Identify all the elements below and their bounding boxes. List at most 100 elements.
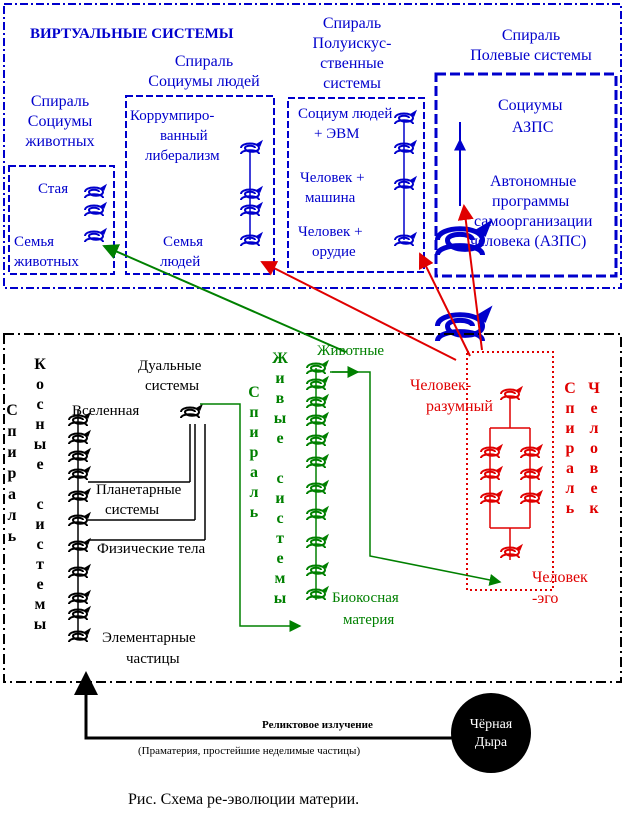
spiral-icon xyxy=(306,454,329,469)
human-spiral-links xyxy=(489,398,531,560)
living-spiral-group xyxy=(306,360,329,601)
human-to-semi-arrow xyxy=(418,252,471,357)
spiral-icon xyxy=(306,506,329,521)
humans-title-2: Социумы людей xyxy=(148,73,260,90)
dual-to-biokosnaya-arrow xyxy=(200,403,302,632)
semi-title-4: системы xyxy=(323,75,381,92)
field-societies-2: АЗПС xyxy=(512,119,553,136)
semi-human-machine-2: машина xyxy=(305,190,356,206)
field-autonomous-1: Автономные xyxy=(490,173,576,190)
biokosnaya-label-1: Биокосная xyxy=(332,590,399,606)
human-ego-label-1: Человек xyxy=(532,569,588,586)
spiral-icon xyxy=(306,480,329,495)
human-vertical-label-2: Человек xyxy=(586,380,603,520)
spiral-icon xyxy=(306,562,329,577)
humans-liberalism-2: ванный xyxy=(160,128,208,144)
animals-title-3: животных xyxy=(24,133,94,150)
spiral-icon xyxy=(394,232,417,247)
semi-title-3: ственные xyxy=(320,55,384,72)
field-autonomous-2: программы xyxy=(492,193,569,210)
field-societies-1: Социумы xyxy=(498,97,563,114)
spiral-icon xyxy=(306,412,329,427)
humans-spiral-box xyxy=(125,95,275,275)
field-title-1: Спираль xyxy=(502,27,560,44)
spiral-icon xyxy=(68,466,91,481)
spiral-icon xyxy=(68,590,91,605)
animals-title-1: Спираль xyxy=(31,93,89,110)
inert-spiral-group xyxy=(68,404,203,643)
humans-family-1: Семья xyxy=(163,234,203,250)
spiral-icon xyxy=(68,564,91,579)
spiral-icon xyxy=(480,444,503,459)
particles-label-1: Элементарные xyxy=(102,630,196,646)
particles-label-2: частицы xyxy=(126,651,180,667)
spiral-icon xyxy=(68,430,91,445)
virtual-systems-title: ВИРТУАЛЬНЫЕ СИСТЕМЫ xyxy=(30,26,234,42)
black-hole xyxy=(451,693,531,773)
biokosnaya-label-2: материя xyxy=(343,612,394,628)
field-title-2: Полевые системы xyxy=(470,47,592,64)
spiral-icon xyxy=(180,404,203,419)
planetary-label-1: Планетарные xyxy=(96,482,182,498)
human-ego-label-2: -эго xyxy=(532,590,558,607)
spiral-icon xyxy=(306,534,329,549)
spiral-icon xyxy=(500,386,523,401)
spiral-icon xyxy=(68,512,91,527)
dual-systems-label-1: Дуальные xyxy=(138,358,202,374)
animals-spiral-box xyxy=(8,165,115,275)
spiral-icon xyxy=(240,202,263,217)
living-to-animal-family-arrow xyxy=(102,244,347,353)
human-spiral-box xyxy=(466,351,554,591)
humans-title-1: Спираль xyxy=(175,53,233,70)
prematter-label: (Праматерия, простейшие неделимые частиц… xyxy=(138,745,360,757)
spiral-icon xyxy=(520,490,543,505)
spiral-icon xyxy=(520,466,543,481)
living-vertical-label-1: Спираль xyxy=(246,384,263,524)
semi-human-machine-1: Человек + xyxy=(300,170,365,186)
spiral-icon xyxy=(306,432,329,447)
humans-liberalism-3: либерализм xyxy=(145,148,220,164)
semi-title-1: Спираль xyxy=(323,15,381,32)
spiral-icon xyxy=(240,186,263,201)
spiral-icon xyxy=(306,394,329,409)
spiral-icon xyxy=(68,538,91,553)
inert-vertical-label-2: Косные системы xyxy=(32,356,49,636)
spiral-icon xyxy=(438,223,491,256)
spiral-icon xyxy=(480,490,503,505)
planetary-label-2: системы xyxy=(105,502,159,518)
virtual-systems-frame xyxy=(3,3,622,289)
spiral-icon xyxy=(520,444,543,459)
universe-label: Вселенная xyxy=(72,403,139,419)
spiral-icon xyxy=(240,232,263,247)
spiral-icon xyxy=(394,176,417,191)
semi-society-computer-1: Социум людей xyxy=(298,106,392,122)
animals-label: Животные xyxy=(317,343,384,359)
black-hole-label-2: Дыра xyxy=(475,735,508,750)
inert-links xyxy=(88,424,206,541)
spiral-icon xyxy=(84,228,107,243)
semi-spiral-box xyxy=(287,97,425,273)
human-sapiens-label-2: разумный xyxy=(426,398,493,415)
animals-title-2: Социумы xyxy=(28,113,93,130)
figure-caption: Рис. Схема ре-эволюции материи. xyxy=(128,791,359,808)
semi-human-tool-2: орудие xyxy=(312,244,356,260)
black-hole-label-1: Чёрная xyxy=(470,717,513,732)
animals-family-label-1: Семья xyxy=(14,234,54,250)
spiral-icon xyxy=(480,466,503,481)
spiral-icon xyxy=(68,628,91,643)
spiral-icon xyxy=(84,184,107,199)
field-autonomous-3: самоорганизации xyxy=(474,213,593,230)
human-sapiens-label-1: Человек- xyxy=(410,377,471,394)
spiral-icon xyxy=(306,360,329,375)
dual-systems-label-2: системы xyxy=(145,378,199,394)
animals-flock-label: Стая xyxy=(38,181,68,197)
relic-radiation-arrow xyxy=(74,671,454,740)
humans-liberalism-1: Коррумпиро- xyxy=(130,108,214,124)
spiral-icon xyxy=(306,586,329,601)
semi-title-2: Полуискус- xyxy=(313,35,392,52)
spiral-icon xyxy=(306,376,329,391)
humans-family-2: людей xyxy=(160,254,200,270)
main-spirals-frame xyxy=(3,333,622,683)
spiral-icon xyxy=(68,448,91,463)
